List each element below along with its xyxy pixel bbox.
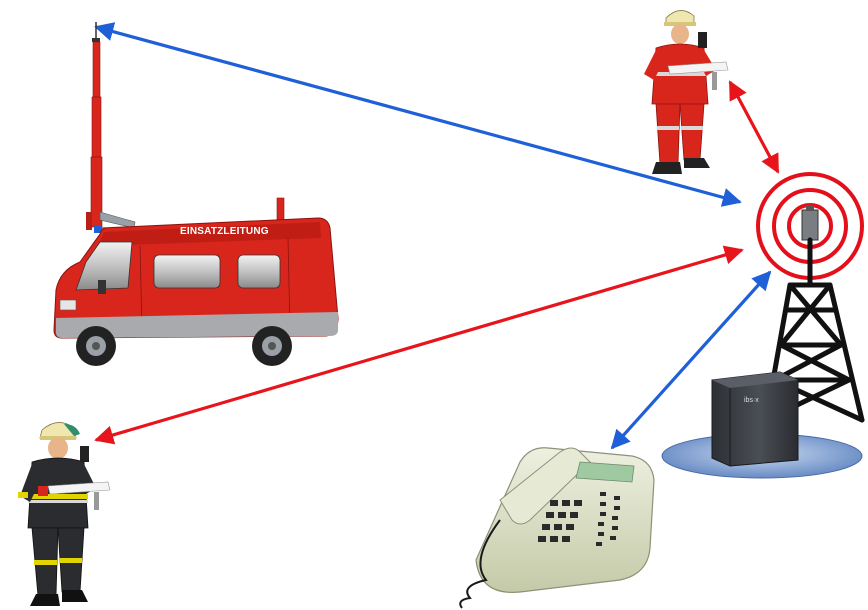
server-logo: ibs·x xyxy=(744,397,759,404)
link-responder-top-to-tower xyxy=(730,82,778,172)
vehicle-label: EINSATZLEITUNG xyxy=(180,226,269,237)
link-mast-to-tower xyxy=(96,27,740,202)
firefighter-with-radio-icon xyxy=(644,10,728,174)
desk-telephone-icon xyxy=(460,448,654,608)
telescopic-antenna-mast-icon xyxy=(86,22,135,230)
firefighter-with-radio-icon xyxy=(18,422,110,606)
